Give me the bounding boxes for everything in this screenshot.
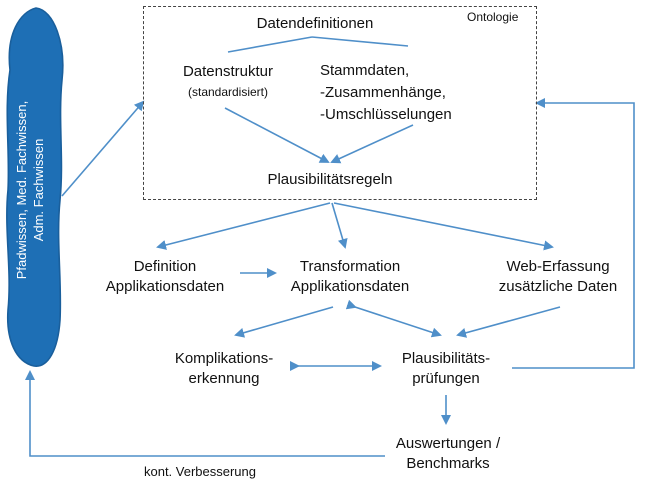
web-capture-node: Web-Erfassung zusätzliche Daten [478, 257, 638, 297]
master-data-line-1: Stammdaten, [320, 62, 410, 79]
arrow-master-to-rules [330, 124, 414, 164]
transformation-line-2: Applikationsdaten [290, 278, 410, 295]
ontology-title: Datendefinitionen [256, 15, 374, 32]
web-capture-line-1: Web-Erfassung [506, 258, 610, 275]
arrow-ontology-to-web [333, 202, 554, 251]
evaluation-line-2: Benchmarks [406, 455, 490, 472]
arrow-transformation-plausibilitaet [345, 299, 442, 338]
complication-detection-node: Komplikations- erkennung [156, 349, 292, 389]
arrow-improvement-to-cloud [25, 370, 385, 457]
arrow-structure-to-rules [224, 107, 330, 163]
arrow-feedback-to-ontology [512, 98, 635, 369]
arrow-web-to-plausibilitaet [456, 306, 561, 338]
ontology-box [143, 6, 537, 200]
ontology-label: Ontologie [467, 10, 519, 24]
transformation-line-1: Transformation [299, 258, 401, 275]
definition-line-2: Applikationsdaten [105, 278, 225, 295]
master-data-node: Stammdaten, -Zusammenhänge, -Umschlüssel… [320, 60, 502, 126]
data-structure-node: Datenstruktur (standardisiert) [158, 62, 298, 102]
knowledge-cloud [6, 7, 64, 367]
cloud-line-2: Adm. Fachwissen [31, 138, 46, 242]
definition-line-1: Definition [133, 258, 197, 275]
plausibility-rules-node: Plausibilitätsregeln [267, 171, 393, 188]
complication-line-1: Komplikations- [174, 350, 274, 367]
plausibility-checks-line-2: prüfungen [412, 370, 480, 387]
evaluation-line-1: Auswertungen / [395, 435, 501, 452]
plausibility-checks-line-1: Plausibilitäts- [401, 350, 491, 367]
definition-node: Definition Applikationsdaten [88, 257, 242, 297]
line-def-left [227, 36, 313, 53]
data-structure-subtitle: (standardisiert) [187, 85, 269, 99]
plausibility-checks-node: Plausibilitäts- prüfungen [382, 349, 510, 389]
web-capture-line-2: zusätzliche Daten [498, 278, 618, 295]
master-data-line-3: -Umschlüsselungen [320, 106, 452, 123]
arrow-cloud-to-ontology [61, 100, 145, 197]
complication-line-2: erkennung [188, 370, 260, 387]
arrow-ontology-to-transformation [331, 202, 348, 249]
evaluation-node: Auswertungen / Benchmarks [380, 434, 516, 474]
continuous-improvement-label: kont. Verbesserung [143, 464, 257, 479]
arrow-transformation-to-komplikation [234, 306, 334, 338]
data-structure-title: Datenstruktur [182, 63, 274, 80]
line-def-right [311, 36, 409, 47]
arrow-ontology-to-definition [156, 202, 331, 250]
cloud-line-1: Pfadwissen, Med. Fachwissen, [14, 100, 29, 280]
transformation-node: Transformation Applikationsdaten [275, 257, 425, 297]
knowledge-cloud-label: Pfadwissen, Med. Fachwissen, Adm. Fachwi… [0, 0, 60, 486]
master-data-line-2: -Zusammenhänge, [320, 84, 446, 101]
